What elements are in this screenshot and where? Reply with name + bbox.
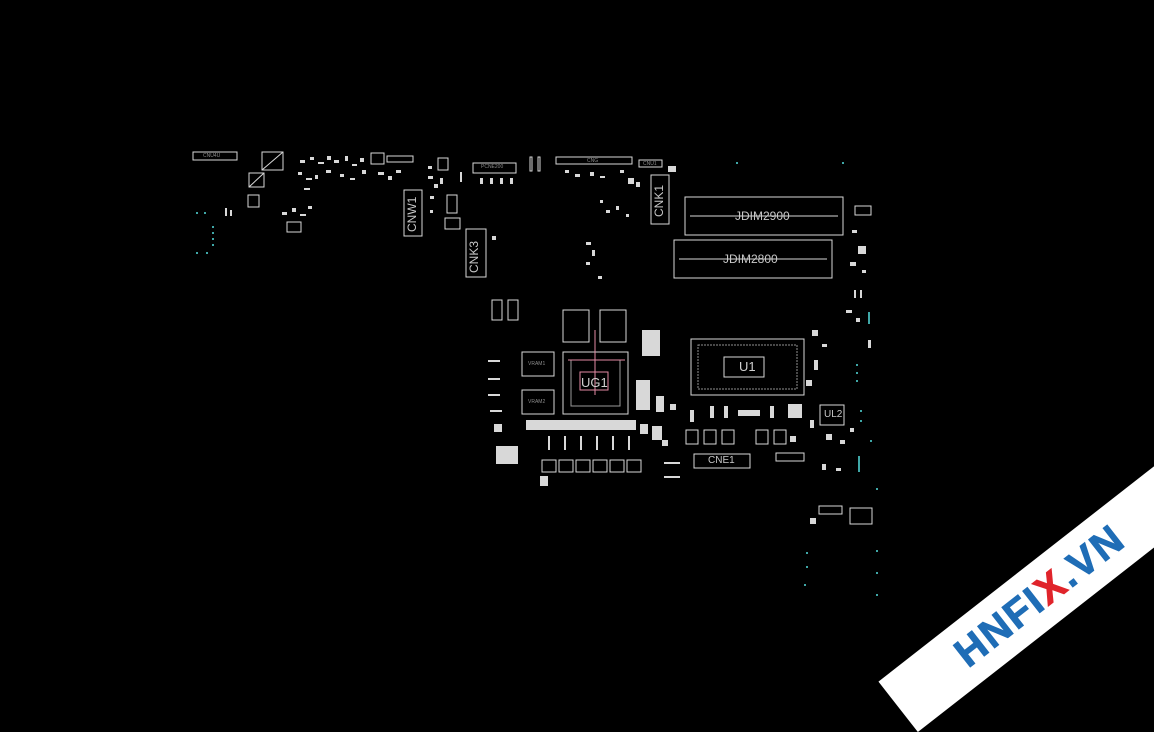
cpu-area xyxy=(690,338,805,469)
label-vram1: VRAM1 xyxy=(528,361,546,367)
top-center-components xyxy=(465,156,670,278)
cpu-bottom-parts xyxy=(685,429,787,445)
label-pcne200: PCNE200 xyxy=(481,164,504,170)
label-cnk1: CNK1 xyxy=(652,184,666,217)
label-cnu4u: CNU4U xyxy=(203,153,221,159)
gpu-pink-marks xyxy=(568,330,625,395)
label-ug1: UG1 xyxy=(581,375,608,390)
label-u1: U1 xyxy=(739,359,756,374)
cpu-small-parts xyxy=(662,380,814,446)
right-column-components xyxy=(818,205,873,525)
top-left-small-parts xyxy=(225,156,443,216)
label-cne1: CNE1 xyxy=(708,455,735,466)
label-cng: CNG xyxy=(587,158,599,164)
label-jdim2800: JDIM2800 xyxy=(723,252,778,266)
dimm-slots xyxy=(673,196,844,279)
label-cnu1: CNU1 xyxy=(643,161,657,167)
gpu-phase-stages xyxy=(541,459,642,473)
label-jdim2900: JDIM2900 xyxy=(735,209,790,223)
label-vram2: VRAM2 xyxy=(528,399,546,405)
label-cnw1: CNW1 xyxy=(405,196,419,232)
right-column-small-parts xyxy=(810,230,871,524)
right-teal-dots xyxy=(736,162,878,596)
gpu-small-parts xyxy=(488,330,680,486)
top-center-small-parts xyxy=(460,166,676,279)
left-teal-dots xyxy=(196,212,214,254)
pcb-board-view[interactable] xyxy=(0,0,1154,666)
label-ul2: UL2 xyxy=(824,409,843,420)
label-cnk3: CNK3 xyxy=(467,240,481,273)
top-left-components xyxy=(192,151,461,237)
